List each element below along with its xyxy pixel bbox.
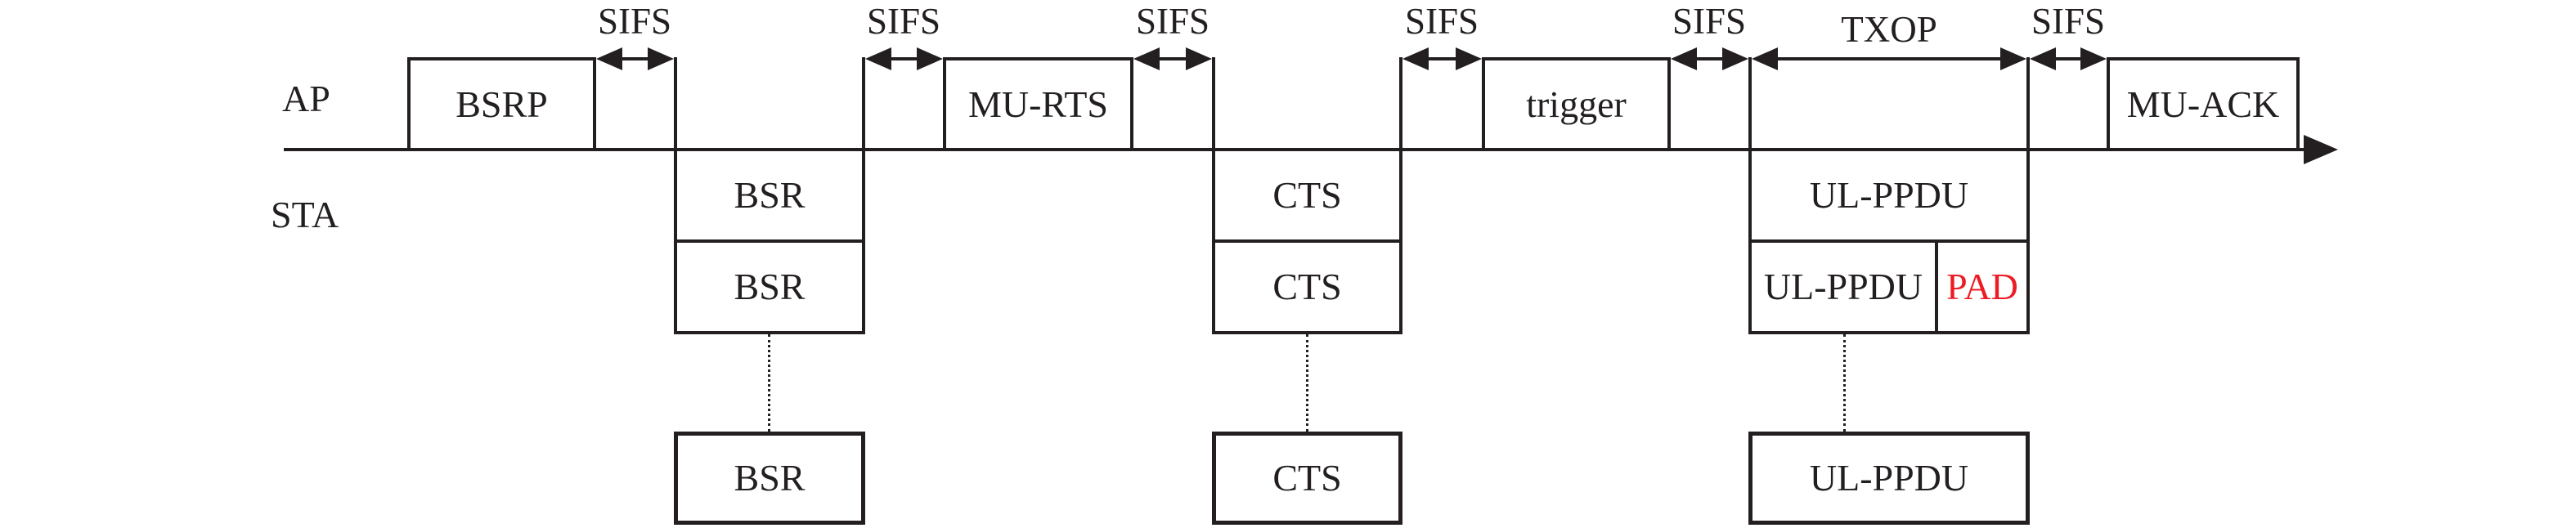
txop-arrow (1752, 47, 2026, 70)
cts-label: CTS (1272, 266, 1342, 307)
sifs-label-6: SIFS (2031, 1, 2106, 42)
arrow-line (1138, 57, 1208, 60)
arrowhead-right-icon (2000, 47, 2026, 70)
sifs-label-1: SIFS (597, 1, 672, 42)
arrow-line (1675, 57, 1744, 60)
pad-label: PAD (1946, 266, 2018, 307)
dotted-connector (1843, 334, 1846, 432)
sifs-arrow-4 (1402, 47, 1482, 70)
vertical-line (1399, 57, 1402, 151)
trigger-label: trigger (1526, 83, 1627, 125)
time-axis-arrowhead-icon (2304, 135, 2338, 164)
ul-ppdu-label: UL-PPDU (1809, 457, 1969, 499)
vertical-line (862, 57, 865, 151)
mu-ack-label: MU-ACK (2126, 83, 2280, 125)
arrowhead-right-icon (917, 47, 943, 70)
arrow-line (2034, 57, 2103, 60)
ul-ppdu-box-2: UL-PPDU (1748, 239, 1938, 334)
sifs-label-5: SIFS (1672, 1, 1747, 42)
sifs-arrow-5 (1671, 47, 1748, 70)
frame-box-trigger: trigger (1482, 57, 1671, 151)
sifs-arrow-1 (596, 47, 674, 70)
arrowhead-right-icon (1186, 47, 1212, 70)
bsr-label: BSR (734, 266, 806, 307)
txop-label: TXOP (1841, 9, 1937, 50)
cts-box-2: CTS (1212, 239, 1402, 334)
cts-label: CTS (1272, 174, 1342, 216)
arrow-line (869, 57, 939, 60)
arrow-line (1756, 57, 2022, 60)
bsr-box-2: BSR (674, 239, 865, 334)
arrowhead-right-icon (648, 47, 674, 70)
vertical-line (2026, 57, 2030, 151)
arrowhead-right-icon (2080, 47, 2107, 70)
arrow-line (1407, 57, 1478, 60)
ul-ppdu-label: UL-PPDU (1809, 174, 1969, 216)
sifs-label-4: SIFS (1404, 1, 1479, 42)
bsr-label: BSR (734, 174, 806, 216)
bsr-label: BSR (734, 457, 806, 499)
arrowhead-right-icon (1456, 47, 1482, 70)
dotted-connector (768, 334, 770, 432)
ul-ppdu-label: UL-PPDU (1763, 266, 1923, 307)
frame-box-mu-ack: MU-ACK (2107, 57, 2300, 151)
arrow-line (600, 57, 670, 60)
vertical-line (1748, 57, 1752, 151)
sifs-label-3: SIFS (1135, 1, 1210, 42)
mu-rts-label: MU-RTS (967, 83, 1109, 125)
cts-box-detached: CTS (1212, 432, 1402, 525)
pad-box: PAD (1935, 239, 2030, 334)
ul-ppdu-box-1: UL-PPDU (1748, 148, 2030, 243)
bsr-box-1: BSR (674, 148, 865, 243)
frame-box-bsrp: BSRP (407, 57, 596, 151)
bsr-box-detached: BSR (674, 432, 865, 525)
sifs-label-2: SIFS (866, 1, 941, 42)
sifs-arrow-3 (1133, 47, 1212, 70)
sifs-arrow-2 (865, 47, 943, 70)
ap-row-label: AP (282, 78, 330, 119)
frame-box-mu-rts: MU-RTS (943, 57, 1133, 151)
cts-box-1: CTS (1212, 148, 1402, 243)
bsrp-label: BSRP (456, 83, 548, 125)
ul-ppdu-box-detached: UL-PPDU (1748, 432, 2030, 525)
vertical-line (674, 57, 677, 151)
arrowhead-right-icon (1722, 47, 1748, 70)
sifs-arrow-6 (2030, 47, 2107, 70)
cts-label: CTS (1272, 457, 1342, 499)
dotted-connector (1306, 334, 1308, 432)
vertical-line (1212, 57, 1215, 151)
sta-row-label: STA (271, 194, 339, 235)
